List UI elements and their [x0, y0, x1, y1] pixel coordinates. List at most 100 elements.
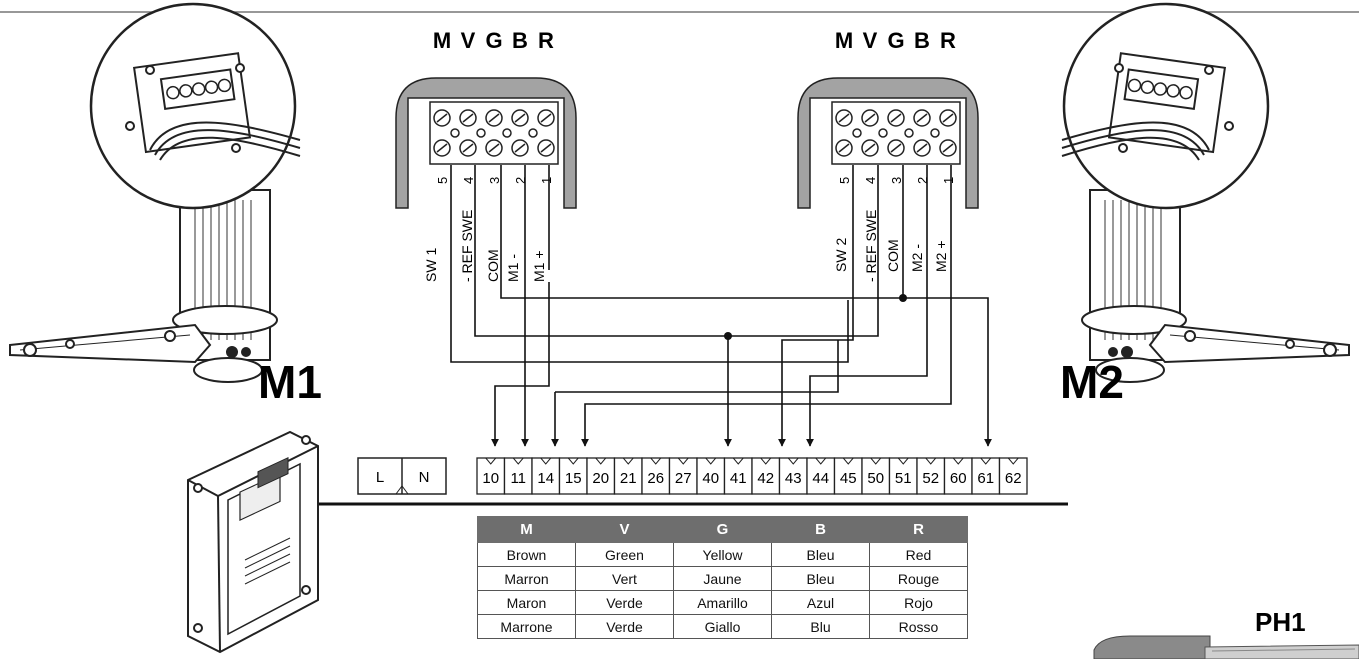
table-cell: Maron — [477, 590, 576, 615]
terminal-number: 52 — [922, 470, 939, 487]
terminal-number: 42 — [757, 470, 774, 487]
table-row: Marron Vert Jaune Bleu Rouge — [477, 566, 968, 591]
table-cell: Vert — [575, 566, 674, 591]
wire-letter-r: R — [940, 28, 956, 53]
wire-com-left — [500, 165, 992, 447]
terminal-notch — [1007, 457, 1019, 465]
terminal-number: 10 — [482, 470, 499, 487]
signal-label: COM — [485, 249, 501, 282]
wire-sw2 — [778, 165, 854, 447]
signal-label: - REF SWE — [863, 210, 879, 282]
screw-slot — [916, 143, 928, 153]
wire-letter-m: M — [835, 28, 853, 53]
terminal-notch — [925, 457, 937, 465]
terminal-notch — [567, 457, 579, 465]
wire-m2-plus — [581, 165, 952, 447]
terminal-notch — [677, 457, 689, 465]
table-header-cell: V — [575, 516, 674, 543]
screw-slot — [890, 113, 902, 123]
table-cell: Verde — [575, 614, 674, 639]
tool-label: PH1 — [1255, 607, 1306, 637]
table-cell: Verde — [575, 590, 674, 615]
terminal-number: 45 — [840, 470, 857, 487]
table-cell: Rosso — [869, 614, 968, 639]
table-cell: Jaune — [673, 566, 772, 591]
separator-hole — [904, 128, 914, 138]
wire-letter-m: M — [433, 28, 451, 53]
terminal-number: 43 — [785, 470, 802, 487]
separator-hole — [930, 128, 940, 138]
signal-label: M1 - — [505, 254, 521, 282]
screw-slot — [436, 143, 448, 153]
screw-slot — [864, 113, 876, 123]
power-terminal-block: L N — [357, 457, 447, 495]
connector-left — [395, 77, 577, 209]
terminal-notch — [842, 457, 854, 465]
screw-slot — [462, 143, 474, 153]
screw-slot — [488, 113, 500, 123]
wire-letter-v: V — [461, 28, 476, 53]
pin-number: 1 — [941, 177, 956, 184]
separator-hole — [852, 128, 862, 138]
wire-ref-swe-left — [474, 165, 879, 337]
terminal-number: 40 — [702, 470, 719, 487]
screw-slot — [540, 143, 552, 153]
terminal-number: 26 — [647, 470, 664, 487]
screw-slot — [838, 143, 850, 153]
screw-slot — [838, 113, 850, 123]
terminal-cell — [531, 457, 561, 495]
separator-hole — [502, 128, 512, 138]
table-cell: Green — [575, 542, 674, 567]
terminal-number: 20 — [592, 470, 609, 487]
screw-slot — [462, 113, 474, 123]
terminal-number: 50 — [867, 470, 884, 487]
pin-number: 3 — [889, 177, 904, 184]
wire-letter-v: V — [863, 28, 878, 53]
screw-slot — [514, 143, 526, 153]
pin-number: 3 — [487, 177, 502, 184]
pin-number: 2 — [915, 177, 930, 184]
table-cell: Marron — [477, 566, 576, 591]
wire-m1-plus — [491, 290, 550, 447]
terminal-notch — [760, 457, 772, 465]
table-cell: Rouge — [869, 566, 968, 591]
table-header-row: M V G B R — [477, 516, 968, 543]
table-cell: Bleu — [771, 566, 870, 591]
terminal-number: 21 — [620, 470, 637, 487]
terminal-notch — [512, 457, 524, 465]
table-cell: Amarillo — [673, 590, 772, 615]
screw-slot — [540, 113, 552, 123]
terminal-number: 14 — [537, 470, 554, 487]
table-cell: Blu — [771, 614, 870, 639]
signal-label: M1 + — [531, 250, 547, 282]
screw-slot — [942, 143, 954, 153]
wiring — [450, 165, 992, 447]
screw-slot — [916, 113, 928, 123]
table-cell: Bleu — [771, 542, 870, 567]
connector-right-signals: SW 2 - REF SWE COM M2 - M2 + — [833, 210, 949, 282]
pin-number: 1 — [539, 177, 554, 184]
terminal-notch — [815, 457, 827, 465]
terminal-notch — [897, 457, 909, 465]
cable-sheath-left — [395, 77, 577, 209]
wire-letter-b: B — [512, 28, 528, 53]
table-row: Brown Green Yellow Bleu Red — [477, 542, 968, 567]
motor-label-m1: M1 — [258, 356, 322, 408]
connector-right-pins: 5 4 3 2 1 — [837, 177, 956, 184]
terminal-notch — [732, 457, 744, 465]
control-unit-illustration — [187, 430, 319, 654]
separator-hole — [528, 128, 538, 138]
junction-dot — [724, 332, 732, 340]
table-cell: Azul — [771, 590, 870, 615]
terminal-notch — [540, 457, 552, 465]
terminal-notch — [787, 457, 799, 465]
terminal-notch — [952, 457, 964, 465]
pin-number: 2 — [513, 177, 528, 184]
table-cell: Rojo — [869, 590, 968, 615]
screwdriver-icon — [1093, 635, 1359, 659]
table-cell: Giallo — [673, 614, 772, 639]
screw-slot — [436, 113, 448, 123]
terminal-n: N — [419, 469, 430, 486]
terminal-notch — [650, 457, 662, 465]
table-header-cell: B — [771, 516, 870, 543]
